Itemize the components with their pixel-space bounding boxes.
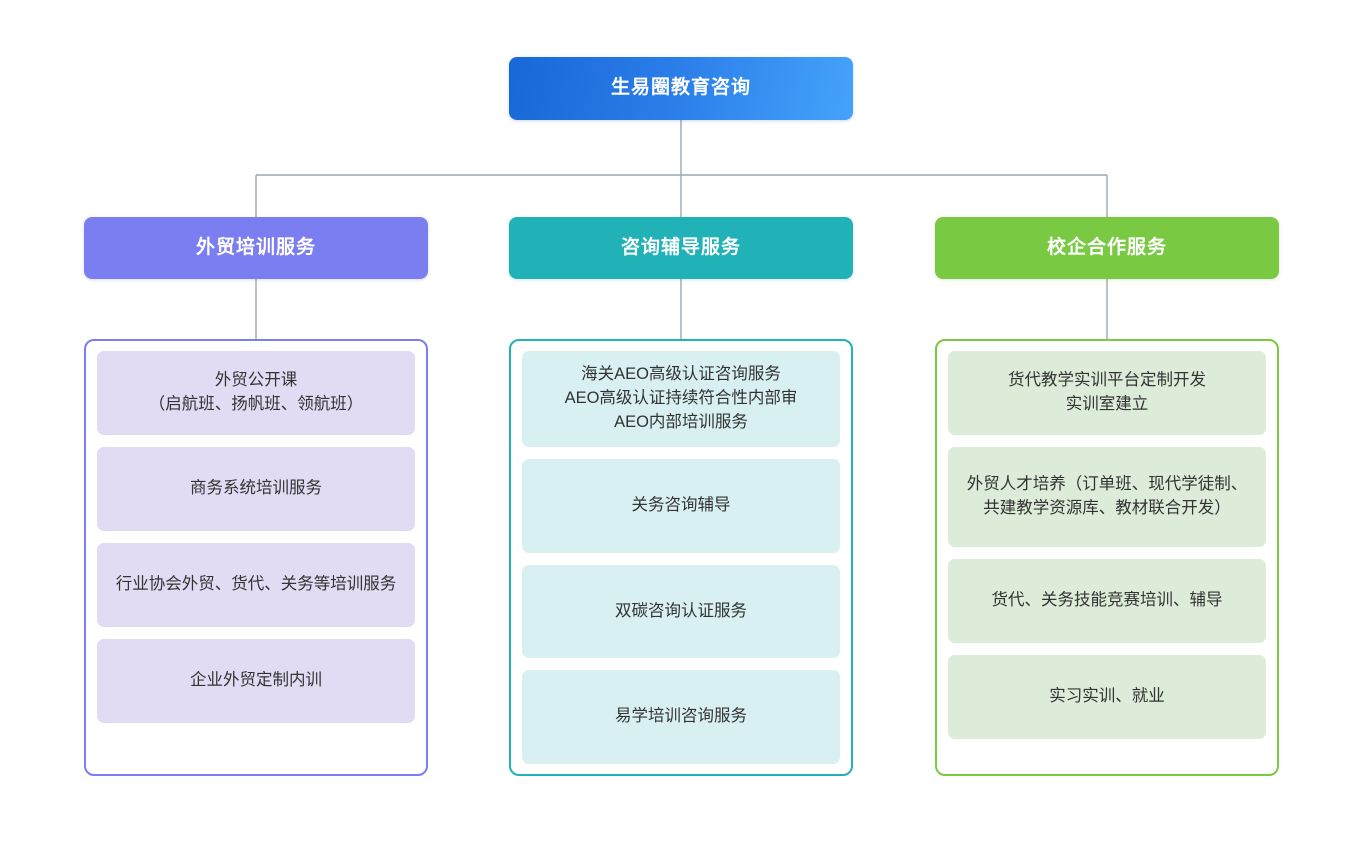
item-card[interactable]: 海关AEO高级认证咨询服务 AEO高级认证持续符合性内部审 AEO内部培训服务	[522, 351, 840, 448]
item-card[interactable]: 行业协会外贸、货代、关务等培训服务	[97, 543, 415, 627]
item-card[interactable]: 企业外贸定制内训	[97, 639, 415, 723]
item-card[interactable]: 商务系统培训服务	[97, 447, 415, 531]
branch-header-label: 咨询辅导服务	[620, 236, 741, 258]
branch-header-zixun-fudao[interactable]: 咨询辅导服务	[509, 217, 853, 279]
item-card[interactable]: 货代教学实训平台定制开发 实训室建立	[948, 351, 1266, 435]
root-node-label: 生易圈教育咨询	[610, 77, 751, 99]
branch-header-xiaoqi-hezuo[interactable]: 校企合作服务	[935, 217, 1279, 279]
branch-header-waimao-peixun[interactable]: 外贸培训服务	[84, 217, 428, 279]
item-card[interactable]: 外贸人才培养（订单班、现代学徒制、共建教学资源库、教材联合开发）	[948, 447, 1266, 547]
item-panel-xiaoqi-hezuo: 货代教学实训平台定制开发 实训室建立 外贸人才培养（订单班、现代学徒制、共建教学…	[935, 339, 1279, 776]
item-card[interactable]: 易学培训咨询服务	[522, 670, 840, 764]
branch-header-label: 外贸培训服务	[195, 236, 316, 258]
item-panel-waimao-peixun: 外贸公开课 （启航班、扬帆班、领航班） 商务系统培训服务 行业协会外贸、货代、关…	[84, 339, 428, 776]
item-panel-zixun-fudao: 海关AEO高级认证咨询服务 AEO高级认证持续符合性内部审 AEO内部培训服务 …	[509, 339, 853, 776]
item-card[interactable]: 外贸公开课 （启航班、扬帆班、领航班）	[97, 351, 415, 435]
item-card[interactable]: 双碳咨询认证服务	[522, 564, 840, 659]
root-node[interactable]: 生易圈教育咨询	[509, 57, 853, 120]
branch-header-label: 校企合作服务	[1046, 236, 1167, 258]
item-card[interactable]: 关务咨询辅导	[522, 459, 840, 553]
item-card[interactable]: 实习实训、就业	[948, 655, 1266, 739]
item-card[interactable]: 货代、关务技能竞赛培训、辅导	[948, 559, 1266, 643]
